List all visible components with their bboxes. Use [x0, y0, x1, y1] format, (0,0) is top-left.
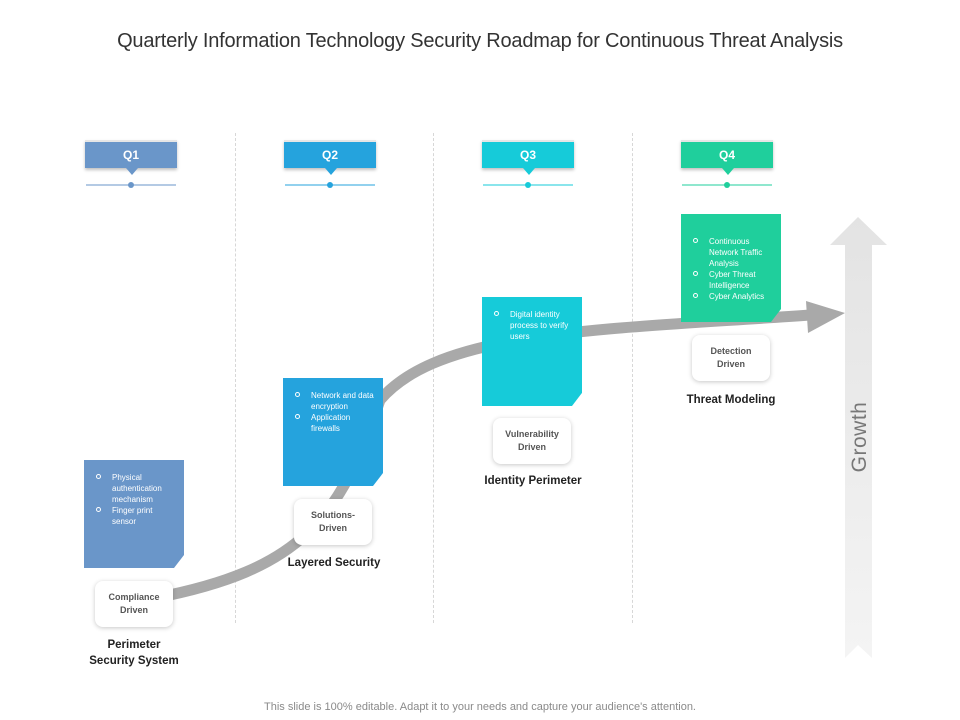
q2-bullet: Network and data encryption: [291, 390, 375, 412]
stage-pill-q1: Compliance Driven: [95, 581, 173, 627]
footer-note: This slide is 100% editable. Adapt it to…: [264, 701, 696, 713]
stage-label: Vulnerability Driven: [505, 429, 559, 452]
tab-connector-q3: [483, 182, 573, 188]
q2-bullet-card: Network and data encryption Application …: [283, 378, 383, 486]
stage-pill-q3: Vulnerability Driven: [493, 418, 571, 464]
q1-bullet: Physical authentication mechanism: [92, 472, 176, 505]
caption-q4: Threat Modeling: [686, 394, 776, 406]
stage-pill-q4: Detection Driven: [692, 335, 770, 381]
q3-bullet: Digital identity process to verify users: [490, 309, 574, 342]
tab-connector-q1: [86, 182, 176, 188]
growth-label: Growth: [848, 401, 871, 473]
q3-bullet-card: Digital identity process to verify users: [482, 297, 582, 406]
stage-label: Compliance Driven: [108, 592, 160, 615]
quarter-tab-q1: Q1: [85, 140, 177, 175]
column-divider: [433, 133, 434, 623]
quarter-tab-q2: Q2: [284, 140, 376, 175]
q1-bullet: Finger print sensor: [92, 505, 176, 527]
stage-pill-q2: Solutions-Driven: [294, 499, 372, 545]
quarter-tab-q3: Q3: [482, 140, 574, 175]
caption-q2: Layered Security: [287, 557, 381, 569]
curved-road-arrowhead: [806, 301, 845, 333]
tab-connector-q2: [285, 182, 375, 188]
q4-bullet: Cyber Analytics: [689, 291, 773, 302]
growth-arrow: [830, 217, 887, 658]
column-divider: [632, 133, 633, 623]
q1-bullet-card: Physical authentication mechanism Finger…: [84, 460, 184, 568]
q4-bullet-card: Continuous Network Traffic Analysis Cybe…: [681, 214, 781, 322]
caption-text: Perimeter Security System: [89, 639, 179, 667]
caption-q3: Identity Perimeter: [484, 475, 582, 487]
q4-bullet: Continuous Network Traffic Analysis: [689, 236, 773, 269]
stage-label: Detection Driven: [710, 346, 752, 369]
page-title: Quarterly Information Technology Securit…: [117, 30, 843, 52]
caption-q1: Perimeter Security System: [54, 637, 214, 669]
column-divider: [235, 133, 236, 623]
curved-road-arrow: [149, 309, 816, 604]
stage-label: Solutions-Driven: [311, 510, 355, 533]
q4-bullet: Cyber Threat Intelligence: [689, 269, 773, 291]
q2-bullet: Application firewalls: [291, 412, 375, 434]
quarter-tab-q4: Q4: [681, 140, 773, 175]
tab-connector-q4: [682, 182, 772, 188]
